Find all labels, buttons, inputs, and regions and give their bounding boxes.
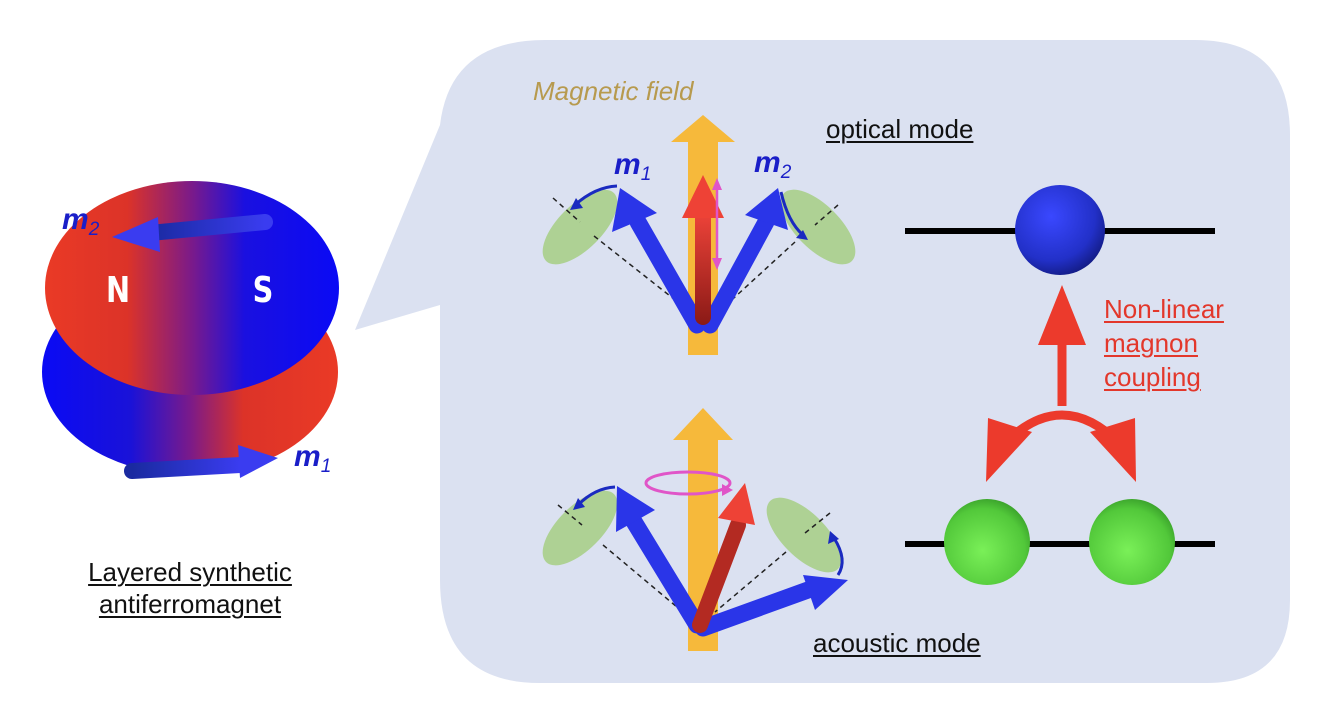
optical-m1-arrow: [612, 188, 706, 334]
optical-m1-symbol: m: [614, 148, 641, 181]
precession-arrow-left-lower: [573, 485, 616, 510]
optical-m1-subscript: 1: [640, 164, 652, 185]
optical-m2-arrow: [701, 188, 788, 334]
precession-arrow-left: [570, 184, 618, 210]
m2-moment-arrow: [112, 214, 273, 252]
m1-subscript: 1: [320, 456, 332, 477]
m1-symbol: m: [294, 440, 321, 473]
optical-m1-label: m1: [614, 148, 651, 186]
precession-cone-left-lower: [542, 490, 618, 566]
optical-m2-symbol: m: [754, 146, 781, 179]
precession-cone-left: [542, 189, 618, 265]
optical-m2-label: m2: [754, 146, 791, 184]
m1-moment-arrow: [124, 445, 278, 479]
caption-line-2: antiferromagnet: [98, 589, 282, 619]
optical-mode-title: optical mode: [826, 114, 974, 144]
magnet-m1-label: m1: [294, 440, 331, 478]
optical-mode-diagram: [542, 115, 856, 355]
acoustic-net-moment-arrow: [692, 483, 755, 633]
coupling-label: Non-linear magnon coupling: [1104, 292, 1224, 394]
precession-ring: [644, 470, 733, 496]
north-pole-label: N: [106, 270, 131, 311]
optical-net-moment-arrow: [682, 175, 724, 325]
coupling-line-3: coupling: [1104, 362, 1201, 392]
acoustic-mode-diagram: [542, 408, 848, 651]
precession-arrow-right-lower: [828, 531, 844, 576]
coupling-line-2: magnon: [1104, 328, 1198, 358]
coupling-arrows: [986, 285, 1136, 482]
acoustic-magnon-left: [944, 499, 1030, 585]
acoustic-m2-arrow: [694, 575, 848, 637]
optical-m2-subscript: 2: [780, 162, 792, 183]
magnet-m2-label: m2: [62, 203, 99, 241]
south-pole-label: S: [252, 270, 274, 311]
layered-magnet: [42, 181, 339, 479]
m2-symbol: m: [62, 203, 89, 236]
acoustic-m1-arrow: [616, 486, 706, 634]
precession-cone-right: [780, 189, 856, 265]
magnet-caption: Layered synthetic antiferromagnet: [40, 556, 340, 620]
precession-arrow-right: [779, 191, 808, 240]
oscillation-arrow: [712, 178, 722, 270]
acoustic-magnon-right: [1089, 499, 1175, 585]
optical-magnon: [1015, 185, 1105, 275]
caption-line-1: Layered synthetic: [88, 557, 292, 587]
coupling-line-1: Non-linear: [1104, 294, 1224, 324]
precession-cone-right-lower: [766, 497, 842, 573]
magnetic-field-label: Magnetic field: [533, 76, 694, 106]
acoustic-mode-title: acoustic mode: [813, 628, 981, 658]
energy-level-diagram: [905, 185, 1215, 585]
m2-subscript: 2: [88, 219, 100, 240]
